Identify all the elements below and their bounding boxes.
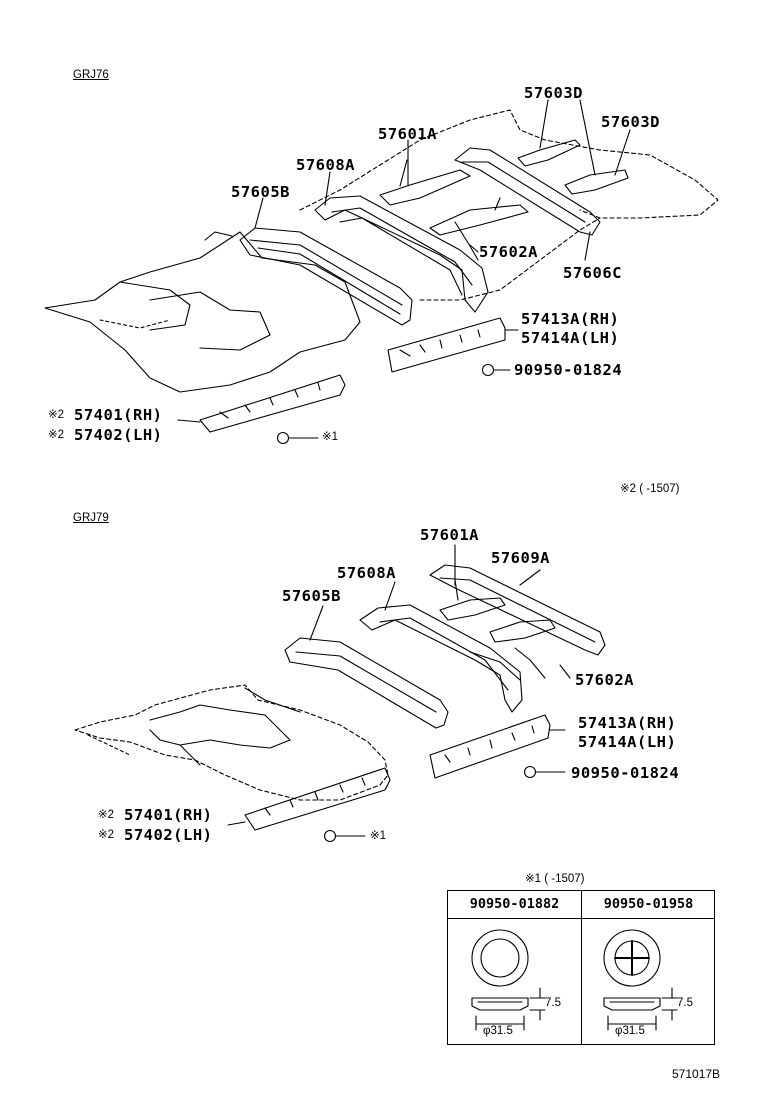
lower-crossmember-57605B (284, 637, 449, 729)
label-57605B: 57605B (231, 183, 290, 201)
table-divider (581, 891, 582, 1044)
label-57601A: 57601A (378, 125, 437, 143)
plug-01958-section (603, 997, 661, 1011)
label-57601A-lower: 57601A (420, 526, 479, 544)
label-57414A: 57414A(LH) (521, 329, 620, 347)
plug-table: 90950-01882 90950-01958 (447, 890, 715, 1045)
dim-diameter-col2: φ31.5 (615, 1025, 645, 1037)
mark2-b: ※2 (48, 429, 65, 441)
label-57414A-lower: 57414A(LH) (578, 733, 677, 751)
lower-bracket-57602A (489, 619, 556, 643)
label-57605B-lower: 57605B (282, 587, 341, 605)
label-57413A-lower: 57413A(RH) (578, 714, 677, 732)
note-1: ※1 ( -1507) (525, 873, 585, 885)
dim-diameter-col1: φ31.5 (483, 1025, 513, 1037)
label-57413A: 57413A(RH) (521, 310, 620, 328)
upper-sill-57413A (387, 317, 506, 373)
upper-bracket-57601A (379, 169, 471, 206)
upper-floor-pan (44, 231, 361, 393)
plug-01958-outer (603, 929, 661, 987)
mark2-b-lower: ※2 (98, 829, 115, 841)
upper-crossmember-57605B (239, 227, 413, 326)
model-label-upper: GRJ76 (73, 69, 109, 81)
upper-bracket-57603D-b (564, 169, 629, 195)
label-57401: 57401(RH) (74, 406, 163, 424)
lower-floor-pan (74, 684, 389, 801)
upper-sill-57401 (199, 374, 346, 433)
model-label-lower: GRJ79 (73, 512, 109, 524)
label-90950-01824: 90950-01824 (514, 361, 623, 379)
plug-01882-section (471, 997, 529, 1011)
plug-01882-inner (480, 938, 520, 978)
table-header-col2: 90950-01958 (582, 891, 715, 919)
label-57603D-b: 57603D (601, 113, 660, 131)
label-90950-01824-lower: 90950-01824 (571, 764, 680, 782)
diagram-code: 571017B (672, 1067, 721, 1081)
lower-plug-ref1 (323, 829, 337, 843)
plug-01882-outer (471, 929, 529, 987)
dim-height-col2: 7.5 (677, 997, 693, 1009)
upper-plug-ref1 (276, 431, 290, 445)
upper-bracket-57603D-a (517, 139, 581, 167)
lower-sill-57401 (244, 767, 391, 831)
upper-plug (481, 363, 495, 377)
mark2-a: ※2 (48, 409, 65, 421)
label-57608A: 57608A (296, 156, 355, 174)
label-57401-lower: 57401(RH) (124, 806, 213, 824)
lower-plug (523, 765, 537, 779)
ref1-upper: ※1 (322, 431, 339, 443)
mark2-a-lower: ※2 (98, 809, 115, 821)
label-57603D-a: 57603D (524, 84, 583, 102)
lower-bracket-57601A (439, 597, 506, 621)
lower-member-57609A (429, 564, 606, 656)
note-2: ※2 ( -1507) (620, 483, 680, 495)
label-57402-lower: 57402(LH) (124, 826, 213, 844)
upper-crossmember-57606C (454, 147, 601, 236)
label-57609A: 57609A (491, 549, 550, 567)
label-57402: 57402(LH) (74, 426, 163, 444)
label-57602A-lower: 57602A (575, 671, 634, 689)
label-57606C: 57606C (563, 264, 622, 282)
dim-height-col1: 7.5 (545, 997, 561, 1009)
label-57602A: 57602A (479, 243, 538, 261)
table-header-col1: 90950-01882 (448, 891, 581, 919)
ref1-lower: ※1 (370, 830, 387, 842)
upper-bracket-57602A (429, 204, 529, 236)
label-57608A-lower: 57608A (337, 564, 396, 582)
upper-rear-floor (299, 109, 719, 219)
lower-sill-57413A (429, 714, 551, 779)
